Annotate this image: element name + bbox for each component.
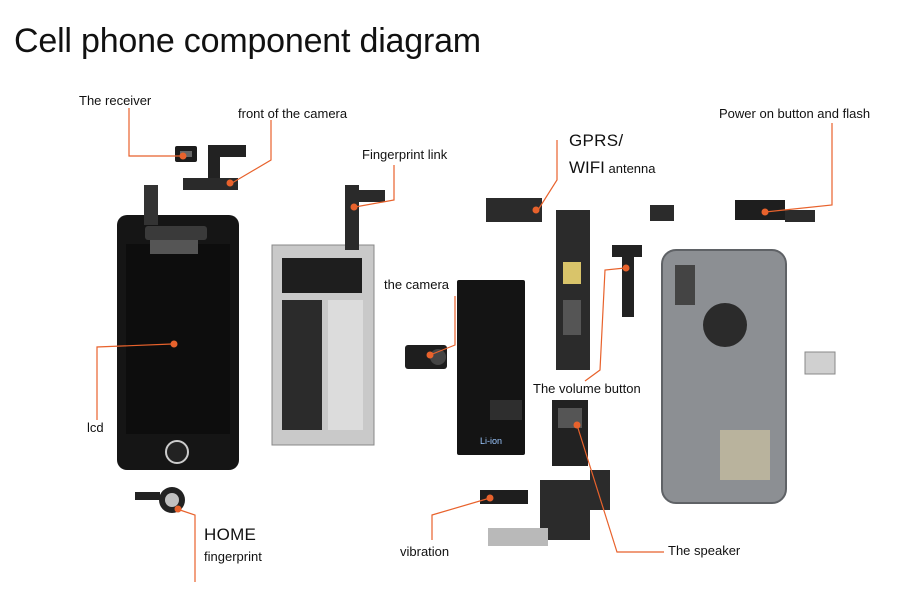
leader-volume [584,267,626,382]
label-receiver: The receiver [79,93,152,108]
leader-receiver [128,108,180,157]
label-fingerprint: fingerprint [204,549,262,564]
label-home: HOME [204,525,257,544]
marker-dots [170,152,769,513]
logic-board [486,198,590,370]
small-bracket-part [650,205,674,221]
dot-vibration [486,494,494,502]
label-vibration: vibration [400,544,450,559]
label-speaker: The speaker [668,543,741,558]
label-fingerprint-link: Fingerprint link [362,147,448,162]
sim-tray [804,351,836,375]
dot-home [174,505,182,513]
leader-power-flash [764,123,833,213]
metal-shield [271,185,385,446]
title: Cell phone component diagram [14,22,481,60]
battery: Li-ion [457,280,525,455]
leader-fingerprint [354,165,395,208]
label-wifi: WIFI [569,158,605,177]
leader-gprs [537,140,558,211]
label-power-flash: Power on button and flash [719,106,871,121]
label-antenna: antenna [604,161,656,176]
label-volume: The volume button [533,381,641,396]
dot-front-camera [226,179,234,187]
front-camera-part [183,145,246,190]
dot-gprs [532,206,540,214]
leader-vibration [431,497,491,540]
dot-speaker [573,421,581,429]
dot-lcd [170,340,178,348]
power-flash-part [735,200,815,222]
leader-speaker [576,424,664,553]
leader-front-camera [231,120,272,184]
label-gprs: GPRS/ [569,131,624,150]
leader-lines [96,108,833,582]
leader-camera [429,296,456,356]
speaker-part [552,400,588,466]
label-wifi-antenna: WIFI antenna [569,158,656,178]
dot-fingerprint [350,203,358,211]
battery-label: Li-ion [480,436,502,446]
dot-camera [426,351,434,359]
leader-home [179,509,196,582]
dot-volume [622,264,630,272]
dock-connector [488,470,610,546]
leader-lcd [96,343,173,420]
label-lcd: lcd [87,420,104,435]
volume-button-part [612,245,642,317]
receiver-part [175,146,197,162]
lcd-screen [117,185,239,470]
label-camera: the camera [384,277,450,292]
dot-receiver [179,152,187,160]
dot-power-flash [761,208,769,216]
rear-camera-part [405,345,447,369]
rear-housing [661,249,787,504]
label-front-camera: front of the camera [238,106,348,121]
